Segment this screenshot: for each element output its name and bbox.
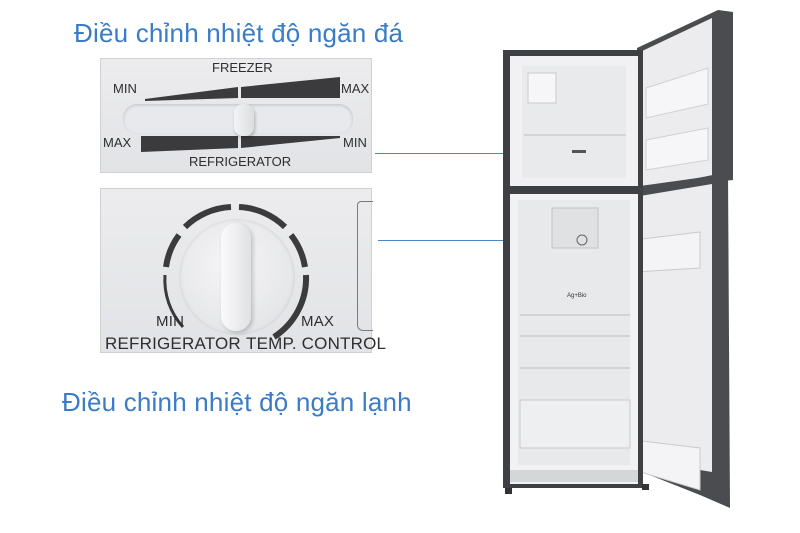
fridge-connector-line (378, 240, 578, 241)
slider-knob[interactable] (234, 104, 254, 136)
dial-max-label: MAX (301, 313, 335, 330)
freezer-max-label: MAX (341, 81, 370, 96)
temperature-dial[interactable] (179, 219, 295, 335)
freezer-slider-panel: FREEZER MIN MAX MAX MIN REFRIGERATOR (100, 58, 372, 173)
freezer-label: FREEZER (212, 60, 273, 75)
freezer-connector-line (375, 153, 575, 154)
refrigerator-caption: REFRIGERATOR (105, 334, 241, 353)
refrigerator-max-label: MAX (103, 135, 132, 150)
freezer-scale-wedge (141, 77, 340, 152)
freezer-min-label: MIN (113, 81, 137, 96)
dial-scale (163, 204, 310, 340)
fridge-control-caption: Điều chỉnh nhiệt độ ngăn lạnh (62, 387, 412, 417)
freezer-control-caption: Điều chỉnh nhiệt độ ngăn đá (74, 18, 404, 48)
dial-min-label: MIN (156, 313, 185, 330)
fridge-dial-panel: MIN MAX REFRIGERATOR TEMP. CONTROL (100, 188, 386, 353)
dial-grip (221, 223, 251, 331)
refrigerator-min-label: MIN (343, 135, 367, 150)
refrigerator-label: REFRIGERATOR (189, 154, 292, 169)
temp-control-caption: TEMP. CONTROL (246, 334, 387, 353)
ag-bio-badge: Ag+Bio (567, 293, 587, 299)
panel-edge (357, 201, 373, 331)
